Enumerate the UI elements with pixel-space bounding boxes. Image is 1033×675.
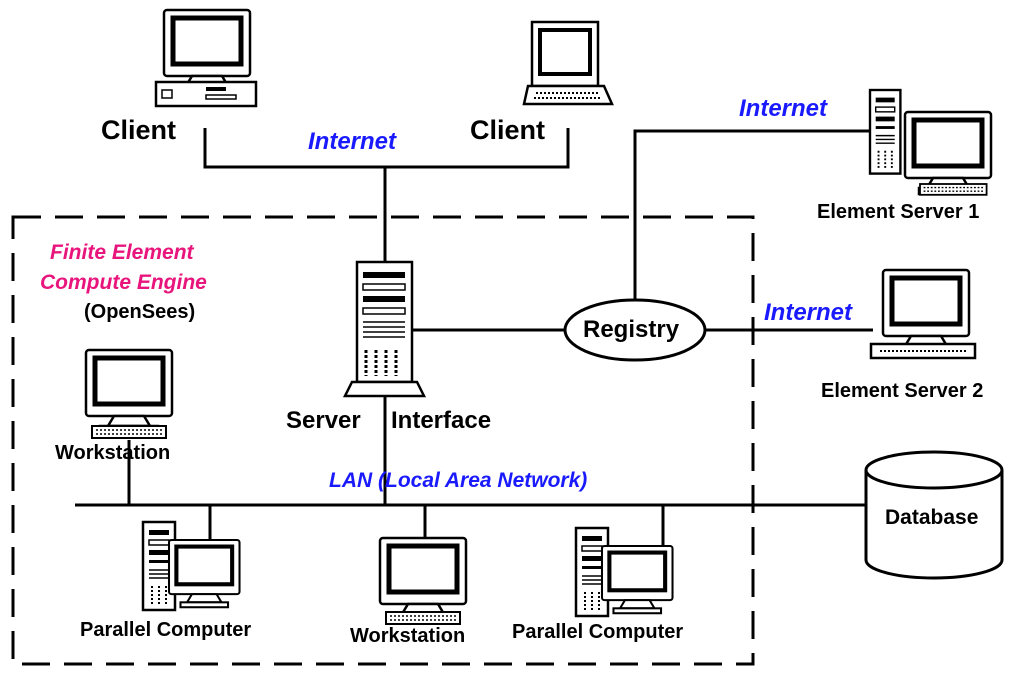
workstation-bottom-icon — [380, 538, 466, 625]
opensees-label: (OpenSees) — [84, 301, 196, 323]
server-label: Server — [286, 407, 361, 434]
workstation-bottom-label: Workstation — [350, 625, 466, 647]
internet-top-label: Internet — [308, 128, 397, 155]
fe-engine-line1: Finite Element — [50, 241, 194, 264]
client-left-label: Client — [101, 115, 177, 145]
connection-lines — [75, 128, 873, 558]
parallel-computer-right-icon — [576, 528, 673, 616]
parallel-computer-left-icon — [143, 522, 240, 610]
workstation-left-icon — [86, 350, 172, 439]
client-laptop-icon — [522, 20, 614, 106]
client-right-label: Client — [470, 115, 546, 145]
server-tower-icon — [342, 260, 427, 398]
lan-label: LAN (Local Area Network) — [329, 469, 588, 492]
database-label: Database — [885, 506, 979, 529]
element-server-1-label: Element Server 1 — [817, 201, 980, 223]
workstation-left-label: Workstation — [55, 442, 171, 464]
parallel-computer-right-label: Parallel Computer — [512, 621, 684, 643]
database-cylinder-icon — [864, 450, 1004, 580]
registry-node — [563, 298, 707, 362]
internet-right-top-label: Internet — [739, 95, 828, 122]
client-desktop-icon — [154, 10, 258, 108]
registry-label: Registry — [583, 316, 680, 343]
element-server-2-label: Element Server 2 — [821, 380, 984, 402]
element-server-2-icon — [869, 270, 977, 360]
interface-label: Interface — [391, 407, 492, 434]
engine-boundary — [11, 215, 755, 666]
internet-right-mid-label: Internet — [764, 299, 853, 326]
parallel-computer-left-label: Parallel Computer — [80, 619, 252, 641]
fe-engine-line2: Compute Engine — [40, 271, 207, 294]
element-server-1-icon — [868, 88, 991, 195]
